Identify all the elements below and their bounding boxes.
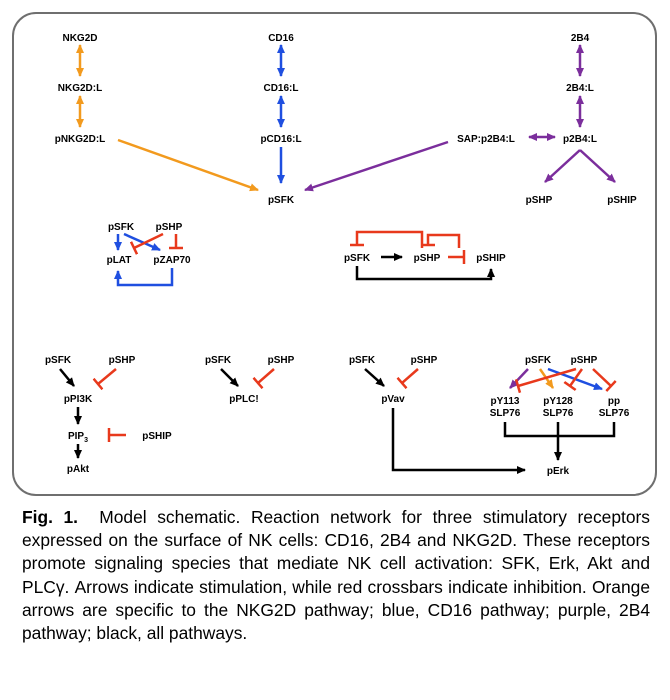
edge-pshp-inhibits-pvav	[396, 368, 419, 390]
2b4-column: 2B4 2B4:L p2B4:L SAP:p2B4:L pSHP pSHIP	[304, 33, 637, 206]
edge-p2b4-l-to-pship	[579, 149, 616, 183]
slp76-module: pSFK pSHP pY113 SLP76 pY128 SLP76 pp SLP…	[490, 355, 630, 477]
edge-lat-psfk-to-pzap70	[123, 232, 161, 252]
node-vav-psfk: pSFK	[349, 355, 376, 366]
node-nkg2d-l: NKG2D:L	[58, 83, 102, 94]
figure-caption-text: Model schematic. Reaction network for th…	[22, 507, 650, 644]
node-pship-2b4: pSHIP	[607, 195, 637, 206]
edge-sap-p2b4-l-to-psfk	[304, 140, 449, 192]
edge-p2b4-l-to-pshp	[544, 149, 581, 183]
node-plc-pshp: pSHP	[268, 355, 295, 366]
diagram-frame	[12, 12, 657, 496]
edge-pshp-inhibits-pplc	[252, 368, 275, 390]
edge-pzap70-to-plat	[114, 268, 174, 287]
node-pplc: pPLC!	[229, 394, 258, 405]
edge-psfk-to-ppi3k	[59, 368, 75, 387]
node-ship-pshp: pSHP	[414, 253, 441, 264]
edge-pshp-inhibits-ppi3k	[92, 368, 117, 391]
node-sap-p2b4-l: SAP:p2B4:L	[457, 134, 515, 145]
edge-pship-inhibits-pshp	[421, 233, 461, 248]
node-plat: pLAT	[107, 255, 132, 266]
node-slp-pshp: pSHP	[571, 355, 598, 366]
node-psfk-top: pSFK	[268, 195, 295, 206]
node-pshp-2b4: pSHP	[526, 195, 553, 206]
edge-slp-pshp-inhibits-pp	[592, 368, 617, 392]
node-2b4: 2B4	[571, 33, 590, 44]
edge-pshp-inhibits-psfk	[350, 230, 424, 248]
node-py113-line1: pY113	[491, 396, 520, 407]
pi3k-akt-module: pSFK pSHP pPI3K PIP3 pSHIP pAkt	[45, 355, 172, 475]
node-2b4-l: 2B4:L	[566, 83, 594, 94]
node-cd16-l: CD16:L	[263, 83, 298, 94]
node-lat-psfk: pSFK	[108, 222, 135, 233]
edge-psfk-to-pship	[355, 266, 495, 281]
node-pi3k-pshp: pSHP	[109, 355, 136, 366]
node-py128-line2: SLP76	[543, 408, 574, 419]
plc-module: pSFK pSHP pPLC!	[205, 355, 295, 405]
edge-pnkg2d-l-to-psfk	[117, 138, 259, 192]
sfk-shp-ship-module: pSFK pSHP pSHIP	[344, 230, 506, 281]
vav-module: pSFK pSHP pVav	[349, 355, 526, 474]
edge-lat-pshp-inhibits-plat	[129, 232, 164, 255]
node-cd16: CD16	[268, 33, 294, 44]
node-ship-psfk: pSFK	[344, 253, 371, 264]
node-pvav: pVav	[381, 394, 405, 405]
node-p2b4-l: p2B4:L	[563, 134, 597, 145]
edge-psfk-to-pvav	[364, 368, 385, 387]
node-pnkg2d-l: pNKG2D:L	[55, 134, 106, 145]
node-pp-line2: SLP76	[599, 408, 630, 419]
node-lat-pshp: pSHP	[156, 222, 183, 233]
node-pakt: pAkt	[67, 464, 90, 475]
node-ppi3k: pPI3K	[64, 394, 93, 405]
node-pzap70: pZAP70	[153, 255, 191, 266]
node-pi3k-pship: pSHIP	[142, 431, 172, 442]
edge-slp-psfk-to-py113	[509, 368, 529, 389]
node-plc-psfk: pSFK	[205, 355, 232, 366]
edge-slp-pshp-inhibits-py128	[563, 368, 584, 392]
node-nkg2d: NKG2D	[62, 33, 97, 44]
edge-psfk-to-pplc	[220, 368, 239, 387]
node-slp-psfk: pSFK	[525, 355, 552, 366]
edge-slp76-sum-to-perk	[503, 422, 616, 438]
reaction-network-diagram: NKG2D NKG2D:L pNKG2D:L CD16 CD16:L pCD16…	[45, 33, 637, 477]
node-pp-line1: pp	[608, 396, 620, 407]
edge-pvav-to-perk	[391, 408, 526, 474]
node-pi3k-psfk: pSFK	[45, 355, 72, 366]
nkg2d-column: NKG2D NKG2D:L pNKG2D:L	[55, 33, 259, 192]
node-pip3: PIP3	[68, 431, 88, 444]
cd16-column: CD16 CD16:L pCD16:L pSFK	[260, 33, 301, 206]
node-vav-pshp: pSHP	[411, 355, 438, 366]
node-pcd16-l: pCD16:L	[260, 134, 301, 145]
node-py128-line1: pY128	[543, 396, 573, 407]
node-py113-line2: SLP76	[490, 408, 521, 419]
lat-zap70-module: pSFK pSHP pLAT pZAP70	[107, 222, 191, 287]
node-ship-pship: pSHIP	[476, 253, 506, 264]
figure-label: Fig. 1.	[22, 507, 79, 527]
edge-slp-pshp-inhibits-py113	[514, 367, 577, 394]
node-perk: pErk	[547, 466, 570, 477]
figure-caption: Fig. 1. Model schematic. Reaction networ…	[22, 506, 650, 645]
